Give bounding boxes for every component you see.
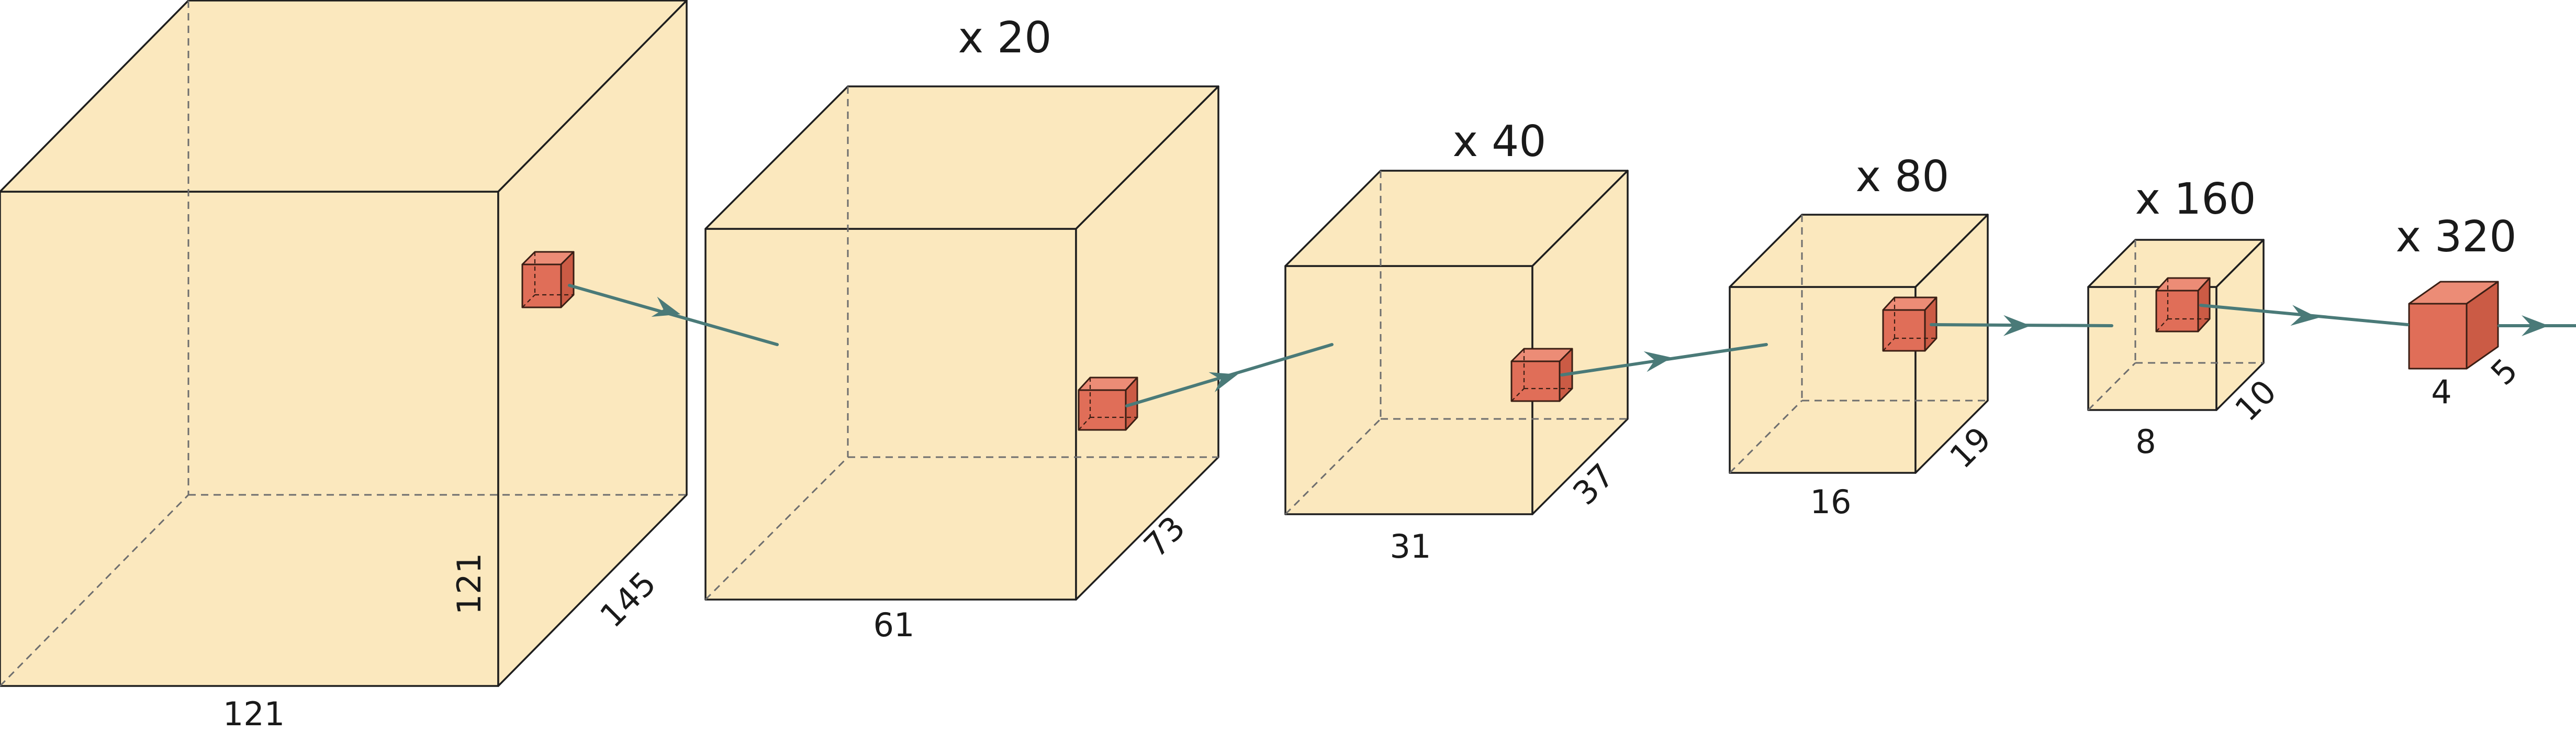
kernel-cube-1 [521,251,575,308]
layer-5-multiplier: x 160 [2135,174,2256,224]
dimension-labels: 121 121 145 61 73 x 20 31 37 x 40 16 19 … [223,13,2525,733]
kernel-cube-6 [2408,281,2499,370]
connector-arrow-2 [1125,343,1334,407]
layer-3-width-label: 31 [1390,527,1431,566]
kernel-cube-4 [1882,296,1937,352]
volume-cube-3 [1284,170,1629,515]
layer-4-width-label: 16 [1810,483,1852,521]
kernel-cube-5 [2155,277,2211,333]
connector-arrow-6 [2497,315,2576,336]
layer-1-width-label: 121 [223,695,285,733]
kernel-cube-2 [1078,376,1138,431]
connector-arrow-1 [568,284,779,346]
layer-4-multiplier: x 80 [1856,152,1950,202]
arrowhead [2003,315,2031,336]
arrowhead [651,296,680,317]
arrowhead [2290,305,2319,326]
layer-5-width-label: 8 [2135,423,2156,461]
layer-2-multiplier: x 20 [958,13,1052,63]
layer-6-depth-label: 5 [2483,351,2525,393]
connector-arrow-4 [1930,315,2113,336]
layer-2-width-label: 61 [873,606,915,644]
connector-arrows [568,284,2576,407]
connector-arrow-5 [2199,304,2409,326]
connector-arrow-3 [1560,343,1768,376]
volume-cube-4 [1729,214,1989,474]
arrowhead [1643,351,1672,372]
layer-3-multiplier: x 40 [1453,117,1547,167]
volume-cube-2 [704,85,1219,601]
arrowhead [2522,315,2549,336]
arrowhead [1208,372,1238,393]
layer-6-width-label: 4 [2431,373,2451,411]
kernel-cubes [521,251,2499,431]
volume-cube-1 [0,0,688,687]
layer-1-height-label: 121 [450,553,488,615]
volume-cubes [0,0,2265,687]
layer-6-multiplier: x 320 [2395,212,2516,262]
